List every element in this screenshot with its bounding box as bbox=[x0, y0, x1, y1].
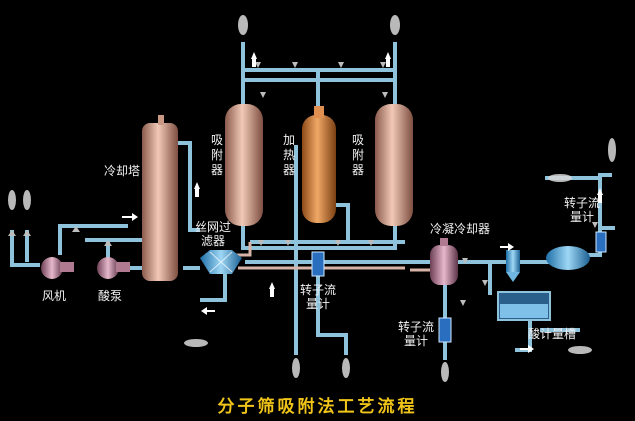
label-condenser-cooler: 冷凝冷却器 bbox=[430, 222, 491, 236]
label-heater: 加热器 bbox=[282, 133, 295, 177]
label-acid-pump: 酸泵 bbox=[98, 289, 123, 303]
acid-pump-device bbox=[97, 257, 130, 279]
valves bbox=[8, 62, 598, 306]
rotameter-right-device bbox=[595, 231, 607, 253]
condenser-cooler bbox=[430, 238, 458, 285]
separator bbox=[506, 250, 520, 282]
label-cooling-tower: 冷却塔 bbox=[104, 164, 141, 178]
label-acid-tank: 酸计量槽 bbox=[528, 327, 577, 341]
pipe-network bbox=[10, 42, 615, 360]
label-rotameter-right: 转子流量计 bbox=[563, 196, 600, 224]
fan-device bbox=[41, 257, 74, 279]
flow-arrows bbox=[122, 52, 603, 353]
adsorber-left-vessel bbox=[225, 104, 263, 226]
cooling-tower bbox=[142, 115, 178, 281]
rotameter-center-device bbox=[311, 251, 325, 277]
label-adsorber-left: 吸附器 bbox=[210, 133, 223, 177]
label-wire-mesh-filter: 丝网过滤器 bbox=[194, 220, 231, 248]
acid-metering-tank bbox=[497, 291, 551, 321]
heater-vessel bbox=[302, 106, 336, 223]
label-rotameter-bottom: 转子流量计 bbox=[397, 320, 434, 348]
diagram-title: 分子筛吸附法工艺流程 bbox=[217, 397, 418, 417]
label-adsorber-right: 吸附器 bbox=[351, 133, 364, 177]
rotameter-bottom-device bbox=[438, 317, 452, 343]
label-fan: 风机 bbox=[42, 289, 67, 303]
vent-plumes bbox=[8, 15, 616, 382]
right-exchanger bbox=[546, 246, 590, 270]
adsorber-right-vessel bbox=[375, 104, 413, 226]
wire-mesh-filter bbox=[200, 250, 242, 274]
label-rotameter-center: 转子流量计 bbox=[299, 283, 336, 311]
